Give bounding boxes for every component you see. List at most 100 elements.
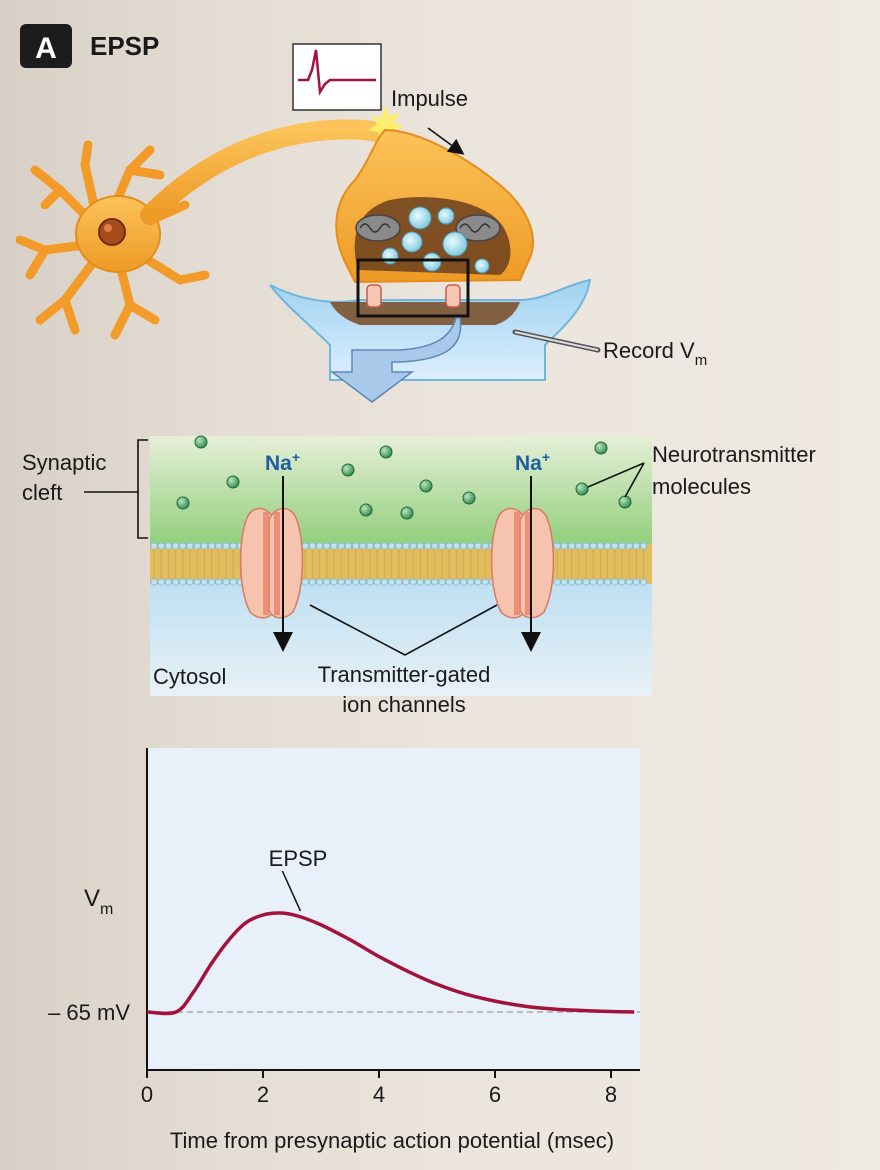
channels-label-2: ion channels <box>342 692 466 717</box>
peak-pointer <box>281 870 302 912</box>
lipid-head <box>431 542 439 550</box>
lipid-head <box>193 578 201 586</box>
neurotransmitter-molecules <box>176 435 632 520</box>
lipid-head <box>618 542 626 550</box>
lipid-head <box>229 542 237 550</box>
lipid-head <box>603 578 612 586</box>
na-left-symbol: Na <box>265 452 292 475</box>
lipid-head <box>589 542 597 550</box>
impulse-arrow <box>427 127 465 155</box>
lipid-head <box>301 542 309 550</box>
lipid-head <box>395 542 403 550</box>
lipid-head <box>618 578 626 586</box>
lipid-head <box>452 578 460 586</box>
lipid-head <box>423 542 432 550</box>
y-axis-label-main: V <box>84 885 100 912</box>
lipid-head <box>373 578 381 586</box>
x-axis-label: Time from presynaptic action potential (… <box>170 1128 614 1153</box>
lipid-head <box>467 578 475 586</box>
lipid-head <box>200 578 208 586</box>
channel-icon <box>366 284 382 308</box>
zoom-box <box>356 258 470 318</box>
lipid-head <box>459 578 468 586</box>
lipid-head <box>323 578 331 586</box>
lipid-head <box>172 542 180 550</box>
lipid-head <box>315 542 324 550</box>
lipid-head <box>402 578 410 586</box>
lipid-head <box>409 578 417 586</box>
impulse-flash-icon <box>368 106 404 142</box>
lipid-head <box>222 542 230 550</box>
lipid-head <box>366 578 374 586</box>
lipid-head <box>611 578 619 586</box>
lipid-head <box>467 542 475 550</box>
zoom-arrow-icon <box>329 317 462 403</box>
impulse-trace <box>298 49 376 96</box>
lipid-head <box>359 542 367 550</box>
lipid-head <box>567 578 576 586</box>
x-tick-label: 4 <box>373 1082 385 1107</box>
lipid-head <box>575 578 583 586</box>
panel-title: EPSP <box>90 31 159 61</box>
lipid-head <box>164 578 172 586</box>
lipid-head <box>193 542 201 550</box>
record-label-main: Record V <box>603 338 695 363</box>
na-right-charge: + <box>542 449 550 465</box>
nucleus <box>98 218 126 246</box>
lipid-head <box>157 578 165 586</box>
na-right-symbol: Na <box>515 452 542 475</box>
ion-channel-left <box>239 507 304 619</box>
neuron-illustration: Impulse Record Vm <box>15 43 707 403</box>
x-tick-label: 6 <box>489 1082 501 1107</box>
lipid-head <box>330 542 338 550</box>
lipid-head <box>172 578 180 586</box>
lipid-head <box>575 542 583 550</box>
channels-label-1: Transmitter-gated <box>318 662 491 687</box>
impulse-inset <box>292 43 382 111</box>
lipid-head <box>301 578 309 586</box>
record-label: Record Vm <box>603 338 707 369</box>
lipid-head <box>567 542 576 550</box>
lipid-head <box>481 542 489 550</box>
panel-badge <box>20 24 72 68</box>
epsp-chart: 0 2 4 6 8 EPSP Vm – 65 mV Time from presynap… <box>48 748 640 1153</box>
lipid-head <box>431 578 439 586</box>
na-left-charge: + <box>292 449 300 465</box>
x-tick-label: 8 <box>605 1082 617 1107</box>
lipid-head <box>308 542 316 550</box>
panel-header: A EPSP <box>20 24 159 68</box>
lipid-head <box>582 542 590 550</box>
neurotransmitter-label-2: molecules <box>652 474 751 499</box>
y-axis-label: Vm <box>84 885 113 918</box>
lipid-head <box>208 578 216 586</box>
lipid-head <box>351 578 360 586</box>
peak-label: EPSP <box>269 846 328 871</box>
cytosol-label: Cytosol <box>153 664 226 689</box>
lipid-head <box>481 578 489 586</box>
lipid-head <box>395 578 403 586</box>
ion-channel-right <box>490 507 555 619</box>
cleft-bracket <box>84 439 148 539</box>
axon <box>140 119 405 225</box>
lipid-head <box>344 542 352 550</box>
lipid-head <box>445 542 453 550</box>
lipid-head <box>402 542 410 550</box>
channel-icon <box>445 284 461 308</box>
neurotransmitter-label-1: Neurotransmitter <box>652 442 816 467</box>
lipid-head <box>366 542 374 550</box>
baseline-label: – 65 mV <box>48 1000 130 1025</box>
epsp-trace <box>146 911 635 1016</box>
lipid-head <box>596 578 605 586</box>
plot-area <box>147 748 640 1070</box>
synaptic-cleft-label-2: cleft <box>22 480 62 505</box>
lipid-head <box>351 542 360 550</box>
lipid-head <box>474 578 482 586</box>
x-tick-label: 2 <box>257 1082 269 1107</box>
postsynaptic-cell <box>269 278 592 381</box>
lipid-head <box>445 578 453 586</box>
lipid-head <box>373 542 381 550</box>
lipid-head <box>582 578 590 586</box>
lipid-head <box>380 578 388 586</box>
x-tick-label: 0 <box>141 1082 153 1107</box>
